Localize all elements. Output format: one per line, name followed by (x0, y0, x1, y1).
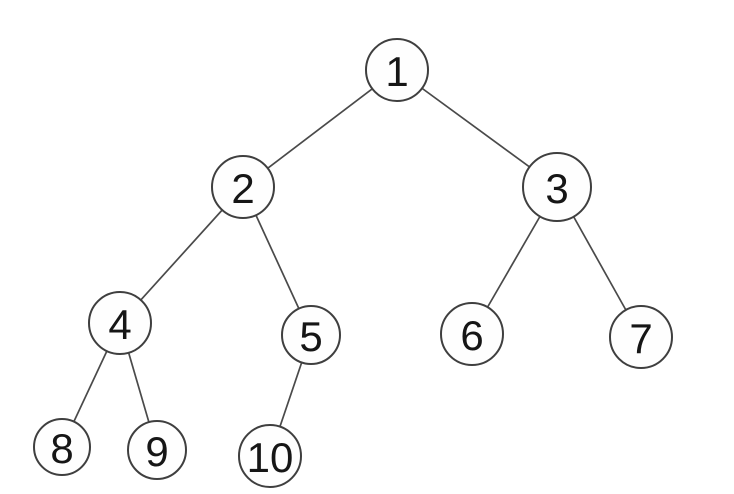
node-label-3: 3 (545, 165, 568, 212)
node-circle-4 (88, 291, 152, 355)
node-circle-7 (609, 305, 673, 369)
tree-node-3: 3 (522, 152, 592, 222)
node-label-9: 9 (145, 428, 168, 475)
node-label-7: 7 (629, 315, 652, 362)
tree-node-8: 8 (33, 418, 91, 476)
tree-node-6: 6 (440, 302, 504, 366)
node-label-8: 8 (50, 425, 73, 472)
node-circle-5 (281, 305, 341, 365)
tree-node-10: 10 (238, 424, 302, 488)
node-circle-2 (211, 155, 275, 219)
tree-node-9: 9 (127, 420, 187, 480)
node-circle-3 (522, 152, 592, 222)
tree-node-7: 7 (609, 305, 673, 369)
tree-node-1: 1 (365, 38, 429, 102)
node-circle-1 (365, 38, 429, 102)
node-circle-8 (33, 418, 91, 476)
node-label-2: 2 (231, 165, 254, 212)
edge-1-2 (242, 69, 398, 188)
node-circle-6 (440, 302, 504, 366)
node-label-4: 4 (108, 301, 131, 348)
tree-node-4: 4 (88, 291, 152, 355)
node-label-5: 5 (299, 313, 322, 360)
tree-node-5: 5 (281, 305, 341, 365)
node-label-6: 6 (460, 312, 483, 359)
node-circle-9 (127, 420, 187, 480)
node-label-1: 1 (385, 48, 408, 95)
node-label-10: 10 (247, 434, 294, 481)
tree-node-2: 2 (211, 155, 275, 219)
node-circle-10 (238, 424, 302, 488)
